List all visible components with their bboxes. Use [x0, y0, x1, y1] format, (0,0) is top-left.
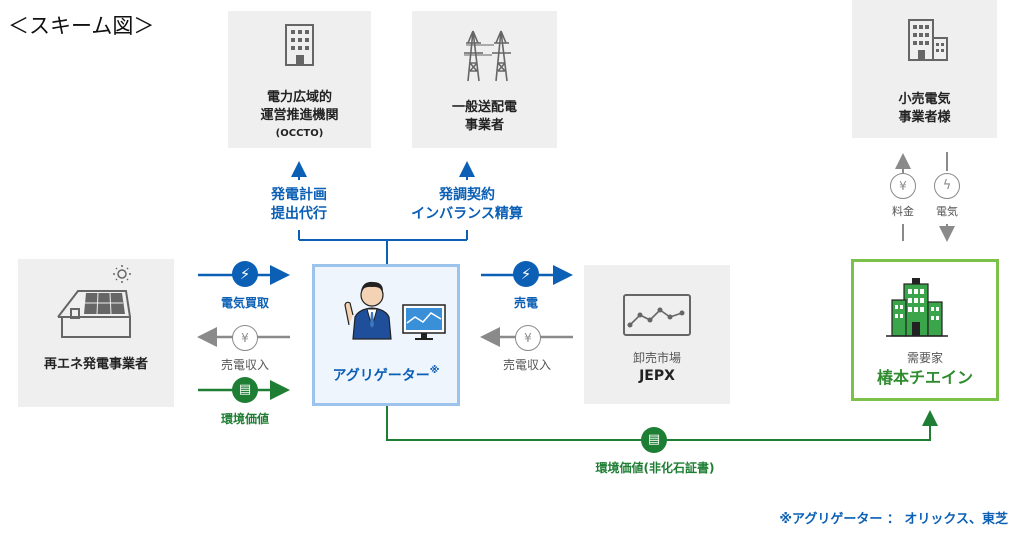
retailer-name-line1: 小売電気 [898, 92, 951, 107]
contract-label-line1: 発調契約 [439, 187, 495, 203]
sell-power-label: 売電 [513, 296, 538, 310]
tdso-name-line1: 一般送配電 [451, 100, 517, 115]
contract-label-line2: インバランス精算 [411, 206, 523, 222]
tdso-name-line2: 事業者 [464, 118, 504, 133]
yen-icon: ¥ [232, 325, 258, 351]
retailer-name-line2: 事業者様 [898, 110, 951, 125]
lightning-icon: ⚡ [232, 261, 258, 287]
solar-house-icon [57, 265, 131, 338]
document-icon: ▤ [641, 427, 667, 453]
renewable-box: 再エネ発電事業者 [18, 259, 174, 407]
renewable-label: 再エネ発電事業者 [43, 357, 148, 372]
lightning-icon: ⚡ [513, 261, 539, 287]
transmission-tower-icon [464, 30, 511, 82]
aggregator-box: アグリゲーター※ [312, 264, 460, 406]
aggregator-person-icon [344, 281, 446, 340]
building-icon [285, 24, 314, 66]
electricity-label: 電気 [936, 205, 958, 218]
sales-income-left-label: 売電収入 [220, 358, 269, 372]
customer-label-line1: 需要家 [906, 351, 943, 365]
aggregator-up-connector [298, 230, 468, 264]
lightning-icon: ϟ [934, 173, 960, 199]
buy-power-label: 電気買取 [220, 296, 269, 310]
chart-monitor-icon [623, 294, 691, 336]
factory-building-icon [886, 278, 948, 337]
sun-icon [113, 265, 131, 283]
footnote: ※アグリゲーター ： オリックス、東芝 [779, 512, 1008, 527]
fee-label: 料金 [892, 205, 914, 218]
document-icon: ▤ [232, 377, 258, 403]
aggregator-label: アグリゲーター [332, 368, 430, 384]
occto-name-line2: 運営推進機関 [260, 108, 339, 123]
page-title: ＜スキーム図＞ [8, 14, 155, 38]
env-value-bottom-label: 環境価値(非化石証書) [595, 461, 715, 475]
retailer-box: 小売電気 事業者様 [852, 0, 997, 138]
customer-box: 需要家 椿本チエイン [851, 259, 999, 401]
env-value-left-label: 環境価値 [220, 412, 269, 426]
office-building-icon [908, 19, 948, 61]
tdso-box: 一般送配電 事業者 [412, 11, 557, 148]
yen-icon: ¥ [515, 325, 541, 351]
aggregator-note-mark: ※ [429, 365, 440, 376]
jepx-box: 卸売市場 JEPX [584, 265, 730, 404]
jepx-label-line1: 卸売市場 [632, 351, 681, 365]
customer-label-line2: 椿本チエイン [876, 368, 973, 387]
occto-abbr: (OCCTO) [275, 128, 324, 139]
sales-income-right-label: 売電収入 [502, 358, 551, 372]
occto-box: 電力広域的 運営推進機関 (OCCTO) [228, 11, 371, 148]
yen-icon: ¥ [890, 173, 916, 199]
jepx-label-line2: JEPX [639, 368, 675, 384]
plan-label-line1: 発電計画 [271, 187, 327, 203]
occto-name-line1: 電力広域的 [266, 90, 332, 105]
plan-label-line2: 提出代行 [271, 206, 327, 222]
